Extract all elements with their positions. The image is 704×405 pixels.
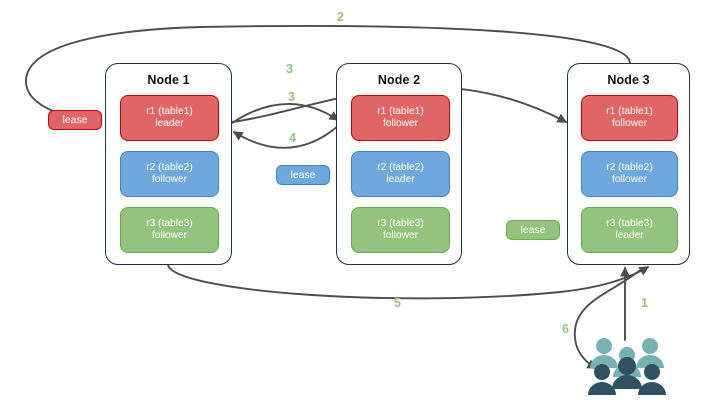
replica-node2-r2[interactable]: r2 (table2) leader <box>351 151 450 197</box>
replica-role: follower <box>611 118 648 129</box>
replica-role: leader <box>155 118 184 129</box>
step-label-2: 2 <box>337 10 344 24</box>
replica-name: r1 (table1) <box>606 105 653 117</box>
replica-name: r1 (table1) <box>146 105 193 117</box>
replica-node1-r2[interactable]: r2 (table2) follower <box>120 151 219 197</box>
replica-role: follower <box>611 174 648 185</box>
replica-role: follower <box>151 230 188 241</box>
edge-2 <box>25 25 631 122</box>
replica-node1-r1[interactable]: r1 (table1) leader <box>120 95 219 141</box>
replica-name: r2 (table2) <box>377 161 424 173</box>
step-label-6: 6 <box>562 322 569 336</box>
replica-role: leader <box>386 174 415 185</box>
step-label-4: 4 <box>289 131 296 145</box>
replica-name: r3 (table3) <box>606 217 653 229</box>
replica-node2-r3[interactable]: r3 (table3) follower <box>351 207 450 253</box>
replica-role: follower <box>382 230 419 241</box>
node-title-node3: Node 3 <box>607 73 650 87</box>
node-title-node2: Node 2 <box>377 73 421 87</box>
replica-role: follower <box>151 174 188 185</box>
step-label-1: 1 <box>641 296 648 310</box>
lease-badge-green[interactable]: lease <box>506 220 560 240</box>
edge-6 <box>573 267 644 369</box>
edge-4 <box>232 125 339 149</box>
replica-node2-r1[interactable]: r1 (table1) follower <box>351 95 450 141</box>
replica-node3-r2[interactable]: r2 (table2) follower <box>581 151 678 197</box>
step-label-3a: 3 <box>286 62 293 76</box>
node-box-node2[interactable]: Node 2 r1 (table1) follower r2 (table2) … <box>336 63 462 265</box>
lease-badge-red[interactable]: lease <box>48 110 102 130</box>
step-label-5: 5 <box>394 296 401 310</box>
replica-name: r2 (table2) <box>146 161 193 173</box>
node-box-node1[interactable]: Node 1 r1 (table1) leader r2 (table2) fo… <box>105 63 232 265</box>
replica-node3-r3[interactable]: r3 (table3) leader <box>581 207 678 253</box>
replica-name: r1 (table1) <box>377 105 424 117</box>
lease-badge-blue[interactable]: lease <box>276 165 330 185</box>
replica-name: r3 (table3) <box>377 217 424 229</box>
step-label-3b: 3 <box>288 90 295 104</box>
replica-name: r3 (table3) <box>146 217 193 229</box>
replica-role: leader <box>615 230 644 241</box>
replica-node1-r3[interactable]: r3 (table3) follower <box>120 207 219 253</box>
replica-node3-r1[interactable]: r1 (table1) follower <box>581 95 678 141</box>
people-front-row <box>588 357 666 395</box>
node-box-node3[interactable]: Node 3 r1 (table1) follower r2 (table2) … <box>567 63 690 265</box>
edge-3-to-node2 <box>231 102 340 124</box>
node-title-node1: Node 1 <box>147 73 190 87</box>
clients-people-icon <box>588 338 666 395</box>
replica-name: r2 (table2) <box>606 161 653 173</box>
replica-role: follower <box>382 118 419 129</box>
edge-5 <box>167 264 650 300</box>
